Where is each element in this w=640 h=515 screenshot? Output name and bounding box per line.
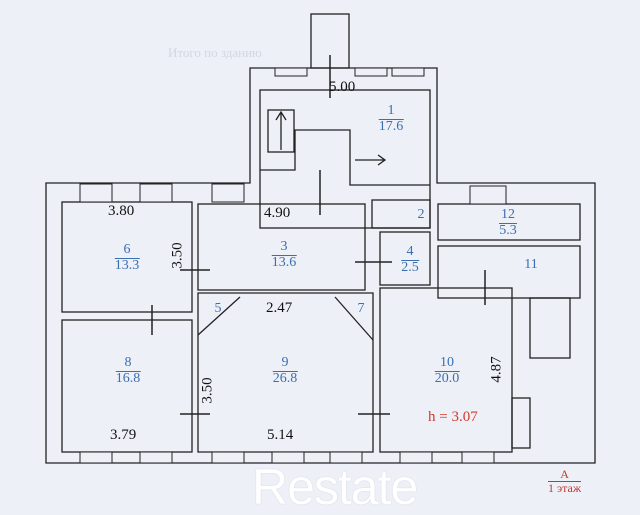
room-area: 16.8 (115, 370, 141, 386)
room-area: 20.0 (434, 370, 460, 386)
side-steps (511, 397, 531, 449)
room-4 (379, 231, 431, 286)
dim-5-00: 5.00 (329, 79, 356, 95)
room-12 (437, 203, 581, 241)
room-number: 3 (271, 239, 297, 256)
dim-5-14: 5.14 (267, 427, 294, 443)
room-area: 5.3 (499, 222, 517, 238)
room-label-11: 11 (524, 257, 538, 272)
dim-2-47: 2.47 (266, 300, 293, 316)
dim-3-50-a: 3.50 (169, 242, 186, 269)
room-area: 17.6 (378, 118, 404, 134)
room-number: 9 (272, 355, 298, 372)
stair-wall (260, 129, 430, 186)
room-11 (437, 245, 581, 299)
floor-label: 1 этаж (548, 481, 582, 496)
room-area: 13.6 (271, 254, 297, 270)
room-number: 8 (115, 355, 141, 372)
room-8 (61, 319, 193, 453)
room-label-7: 7 (357, 301, 365, 316)
dim-4-90: 4.90 (264, 205, 291, 221)
windows (79, 67, 507, 464)
door-marks (151, 55, 486, 415)
dim-3-80: 3.80 (108, 203, 135, 219)
room-label-5: 5 (214, 301, 222, 316)
room-2 (371, 199, 431, 229)
floor-letter: А (548, 467, 582, 483)
watermark-logo: Restate (252, 459, 418, 515)
stair-right-arrow-icon (355, 154, 387, 166)
room-9 (197, 292, 374, 453)
room-6 (61, 201, 193, 313)
room-number: 1 (378, 103, 404, 120)
angled-walls (197, 296, 374, 341)
dim-4-87: 4.87 (488, 356, 505, 383)
room-area: 26.8 (272, 370, 298, 386)
ceiling-height: h = 3.07 (428, 409, 478, 425)
room-number: 10 (434, 355, 460, 372)
staircase (267, 109, 295, 153)
room-number: 12 (499, 207, 517, 224)
room-number: 6 (114, 242, 140, 259)
room-area: 2.5 (401, 259, 419, 275)
dim-3-50-b: 3.50 (199, 377, 216, 404)
room-3 (197, 203, 366, 291)
outer-wall (45, 67, 596, 464)
room-number: 4 (401, 244, 419, 261)
room-1 (259, 89, 431, 229)
stair-up-arrow-icon (275, 110, 287, 150)
room-label-2: 2 (417, 207, 425, 222)
bleed-through-text: Итого по зданию (168, 45, 262, 60)
entrance-steps (529, 297, 571, 359)
room-area: 13.3 (114, 257, 140, 273)
room-10 (379, 287, 513, 453)
dim-3-79: 3.79 (110, 427, 137, 443)
